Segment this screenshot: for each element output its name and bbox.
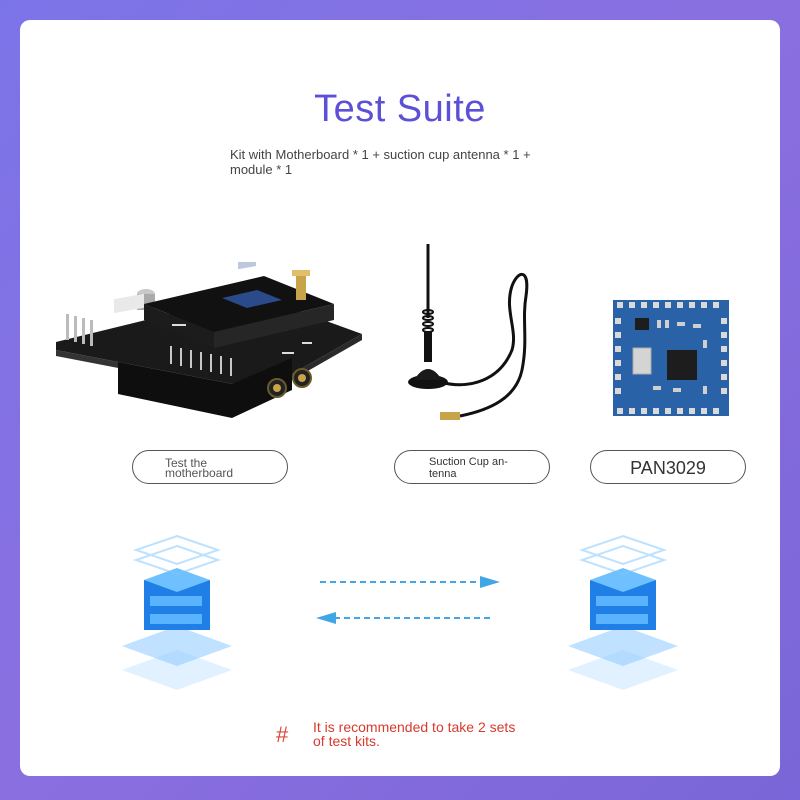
label-module: PAN3029 bbox=[590, 450, 746, 484]
label-antenna: Suction Cup an-tenna bbox=[394, 450, 550, 484]
label-module-text: PAN3029 bbox=[630, 458, 706, 478]
server-stack-icon bbox=[114, 530, 240, 696]
page-subtitle: Kit with Motherboard * 1 + suction cup a… bbox=[230, 147, 531, 177]
label-motherboard: Test the motherboard bbox=[132, 450, 288, 484]
dashed-arrow-left-icon bbox=[314, 610, 494, 626]
suction-cup-antenna-image bbox=[400, 240, 540, 425]
server-stack-icon bbox=[560, 530, 686, 696]
pan3029-module-image bbox=[613, 300, 729, 416]
note-mark: # bbox=[276, 722, 289, 747]
dashed-arrow-right-icon bbox=[318, 574, 502, 590]
motherboard-image bbox=[52, 258, 364, 424]
label-antenna-text: Suction Cup an-tenna bbox=[429, 456, 508, 480]
page-title: Test Suite bbox=[314, 88, 486, 130]
label-motherboard-text: Test the motherboard bbox=[165, 456, 234, 480]
note-text: It is recommended to take 2 sets of test… bbox=[313, 719, 516, 749]
